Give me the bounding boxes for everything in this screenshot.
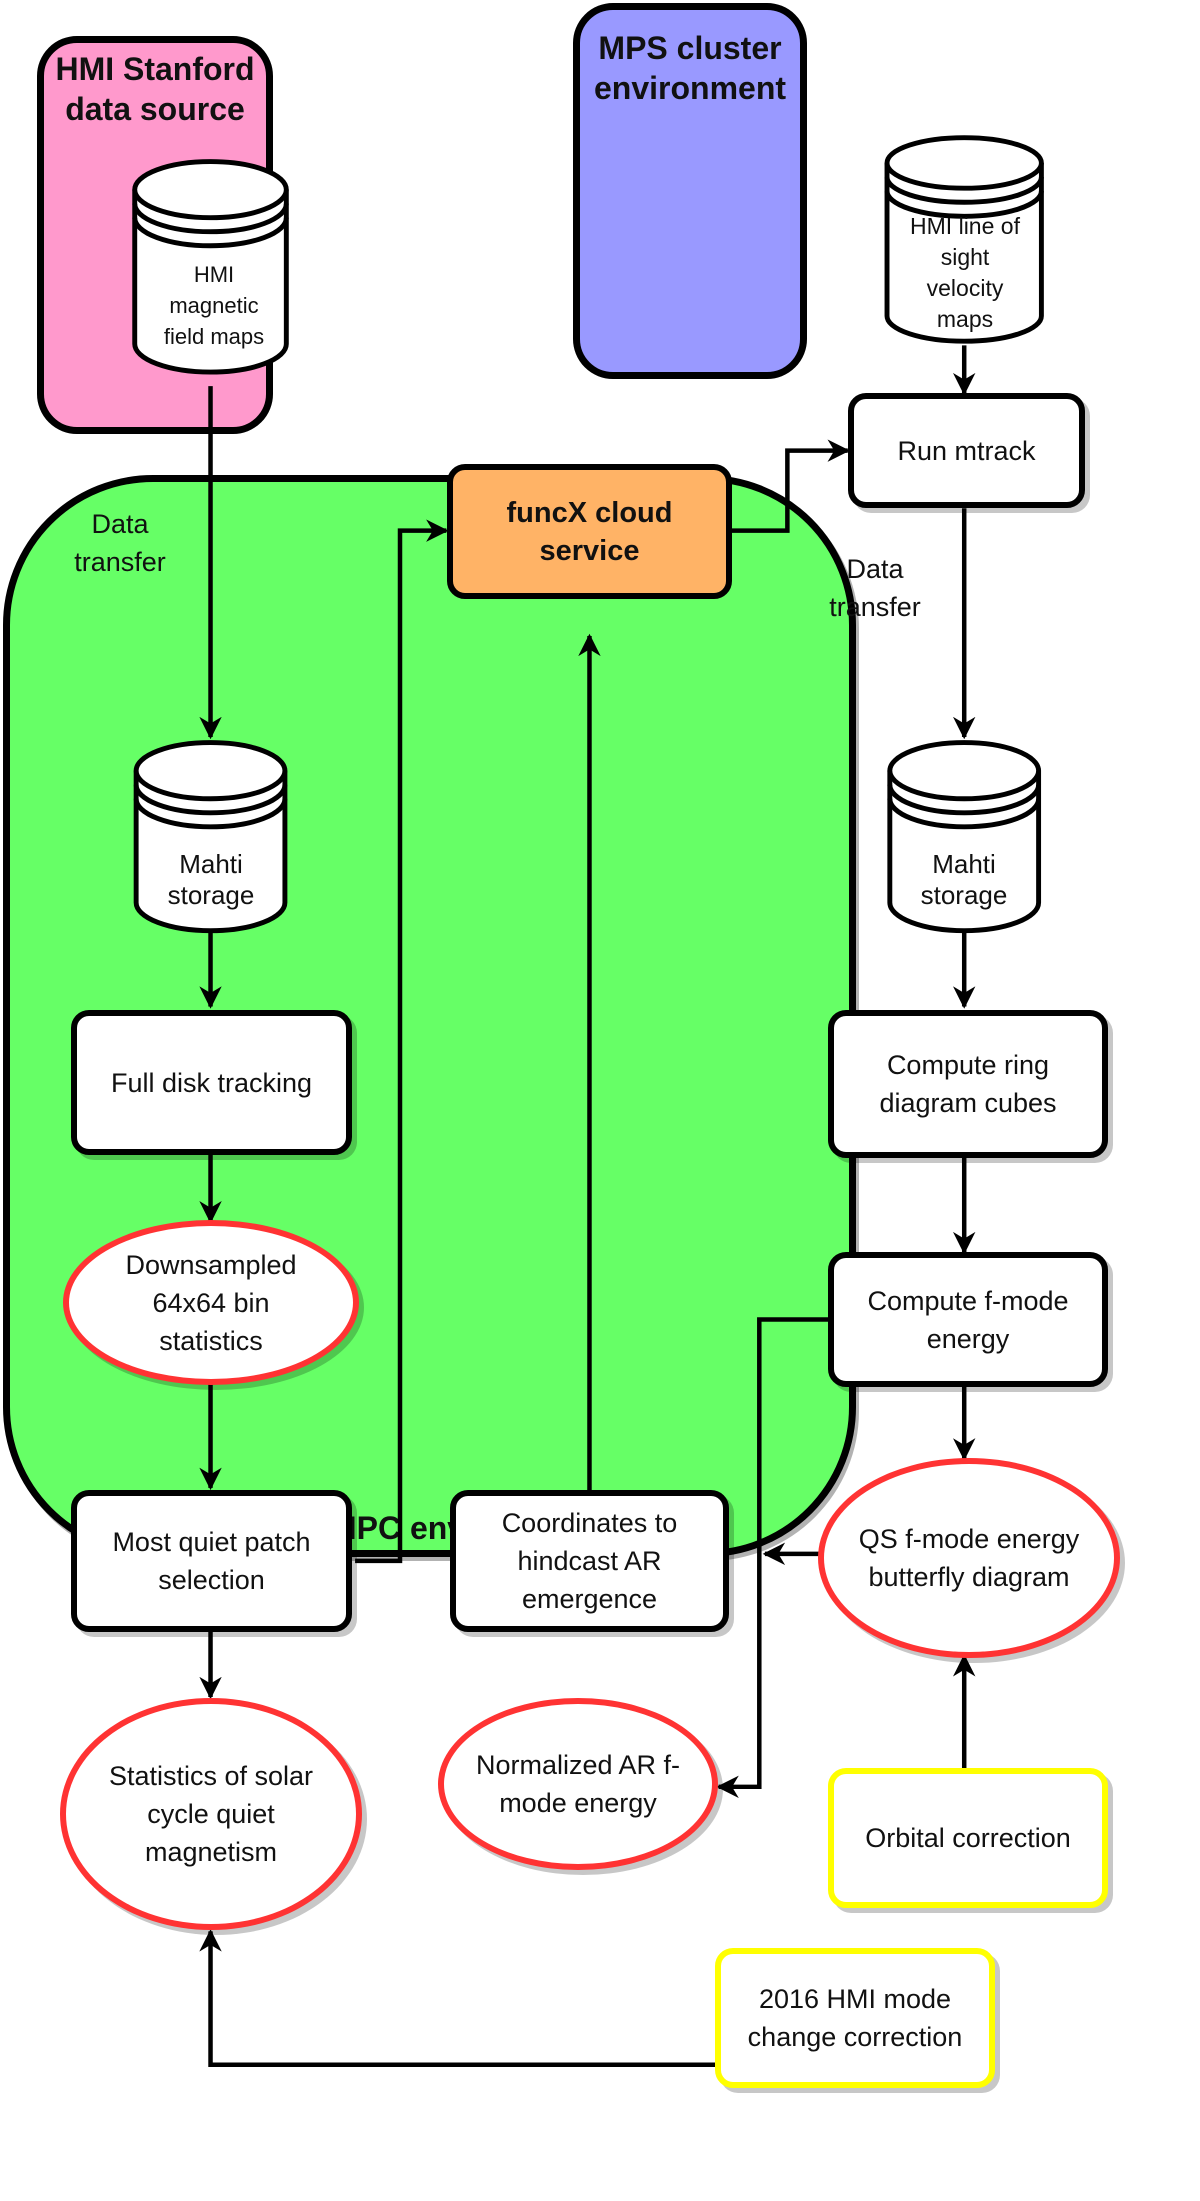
funcx-cloud-service-box[interactable]: funcX cloud service xyxy=(447,464,732,599)
compute-fmode-box[interactable]: Compute f-mode energy xyxy=(828,1252,1108,1387)
database-mahti-left xyxy=(133,740,288,934)
mps-cluster-title: MPS cluster environment xyxy=(593,30,787,106)
hmi-stanford-title: HMI Stanford data source xyxy=(55,51,255,127)
mahti-left-label: Mahti storage xyxy=(167,849,255,910)
edge-funcx-to-mtrack xyxy=(731,439,850,533)
mps-cluster-container: MPS cluster environment xyxy=(573,3,807,379)
mahti-right-label: Mahti storage xyxy=(920,849,1008,910)
coordinates-hindcast-box[interactable]: Coordinates to hindcast AR emergence xyxy=(450,1490,729,1632)
normalized-ar-fmode-output[interactable]: Normalized AR f- mode energy xyxy=(438,1698,718,1870)
downsampled-statistics-output[interactable]: Downsampled 64x64 bin statistics xyxy=(63,1220,359,1385)
orbital-correction-box[interactable]: Orbital correction xyxy=(828,1768,1108,1908)
edge-quiet-to-funcx xyxy=(355,519,449,1564)
database-hmi-velocity xyxy=(884,135,1044,344)
data-transfer-label-right: Data transfer xyxy=(829,554,921,622)
most-quiet-patch-box[interactable]: Most quiet patch selection xyxy=(71,1490,352,1632)
qs-butterfly-diagram-output[interactable]: QS f-mode energy butterfly diagram xyxy=(818,1458,1120,1658)
database-mahti-right xyxy=(887,740,1042,934)
compute-ring-box[interactable]: Compute ring diagram cubes xyxy=(828,1010,1108,1158)
statistics-quiet-magnetism-output[interactable]: Statistics of solar cycle quiet magnetis… xyxy=(60,1698,362,1930)
data-transfer-label-left: Data transfer xyxy=(74,509,166,577)
full-disk-tracking-box[interactable]: Full disk tracking xyxy=(71,1010,352,1155)
edge-fmode-to-normalized xyxy=(716,1317,829,1799)
edge-modechange-to-statistics xyxy=(199,1929,719,2067)
hmi-mode-change-box[interactable]: 2016 HMI mode change correction xyxy=(715,1948,995,2088)
hmi-magnetic-label: HMI magnetic field maps xyxy=(163,261,265,349)
hmi-velocity-label: HMI line of sight velocity maps xyxy=(910,212,1020,332)
run-mtrack-box[interactable]: Run mtrack xyxy=(848,393,1085,508)
database-hmi-magnetic xyxy=(132,159,289,375)
